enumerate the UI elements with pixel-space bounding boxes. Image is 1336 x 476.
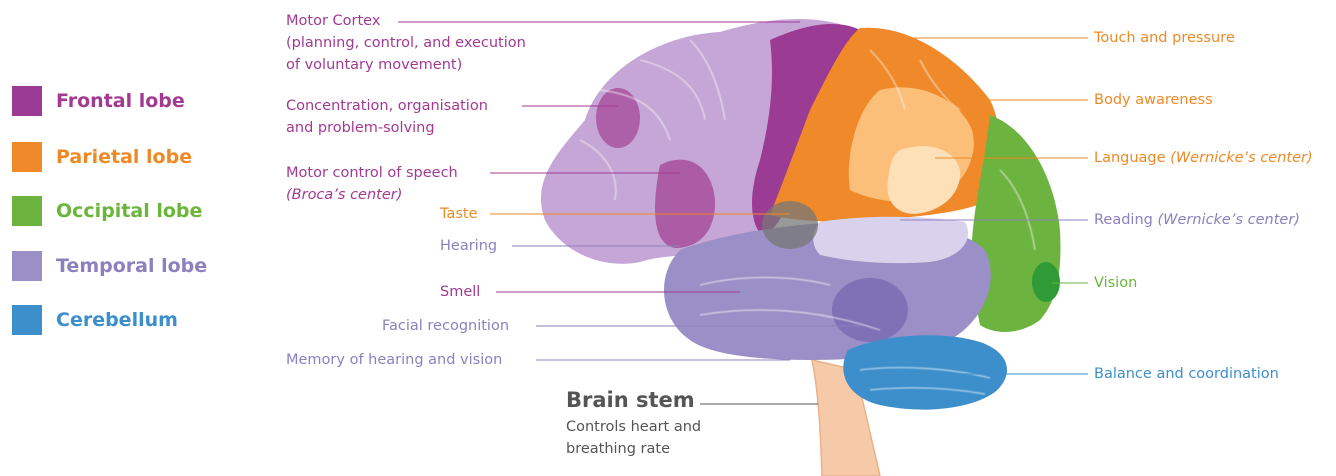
legend-temporal-swatch xyxy=(12,251,42,281)
label-brain-stem-desc: Controls heart and breathing rate xyxy=(566,416,766,460)
legend-occipital-label: Occipital lobe xyxy=(56,200,202,222)
label-speech-line1: Motor control of speech xyxy=(286,162,458,184)
legend-frontal-swatch xyxy=(12,86,42,116)
label-hearing: Hearing xyxy=(440,235,497,257)
label-motor-cortex: Motor Cortex (planning, control, and exe… xyxy=(286,10,526,76)
label-taste: Taste xyxy=(440,203,478,225)
concentration-region xyxy=(596,88,640,148)
label-language: Language (Wernicke’s center) xyxy=(1094,147,1313,169)
label-vision: Vision xyxy=(1094,272,1137,294)
label-language-italic: (Wernicke’s center) xyxy=(1170,150,1312,166)
label-language-plain: Language xyxy=(1094,150,1170,166)
label-smell: Smell xyxy=(440,281,480,303)
legend-frontal: Frontal lobe xyxy=(12,86,185,116)
legend-occipital: Occipital lobe xyxy=(12,196,202,226)
label-motor-cortex-line1: Motor Cortex xyxy=(286,10,526,32)
taste-region xyxy=(762,201,818,249)
legend-frontal-label: Frontal lobe xyxy=(56,90,185,112)
label-reading-plain: Reading xyxy=(1094,212,1157,228)
label-reading: Reading (Wernicke’s center) xyxy=(1094,209,1300,231)
label-concentration-line1: Concentration, organisation xyxy=(286,95,488,117)
label-concentration-line2: and problem-solving xyxy=(286,117,488,139)
label-facial: Facial recognition xyxy=(382,315,509,337)
legend-parietal: Parietal lobe xyxy=(12,142,192,172)
cerebellum-shape xyxy=(843,335,1007,409)
label-brain-stem-line1: Controls heart and xyxy=(566,416,766,438)
reading-region xyxy=(813,217,968,263)
label-speech-line2: (Broca’s center) xyxy=(286,184,458,206)
label-motor-cortex-line3: of voluntary movement) xyxy=(286,54,526,76)
legend-occipital-swatch xyxy=(12,196,42,226)
legend-temporal: Temporal lobe xyxy=(12,251,207,281)
label-memory: Memory of hearing and vision xyxy=(286,349,502,371)
label-speech: Motor control of speech (Broca’s center) xyxy=(286,162,458,206)
label-balance: Balance and coordination xyxy=(1094,363,1279,385)
label-brain-stem-title: Brain stem xyxy=(566,388,695,412)
legend-parietal-label: Parietal lobe xyxy=(56,146,192,168)
facial-recognition-region xyxy=(832,278,908,342)
legend-cerebellum-label: Cerebellum xyxy=(56,309,178,331)
vision-region xyxy=(1032,262,1060,302)
label-concentration: Concentration, organisation and problem-… xyxy=(286,95,488,139)
label-motor-cortex-line2: (planning, control, and execution xyxy=(286,32,526,54)
legend-temporal-label: Temporal lobe xyxy=(56,255,207,277)
label-brain-stem-line2: breathing rate xyxy=(566,438,766,460)
legend-cerebellum-swatch xyxy=(12,305,42,335)
label-touch: Touch and pressure xyxy=(1094,27,1235,49)
label-reading-italic: (Wernicke’s center) xyxy=(1157,212,1299,228)
legend-parietal-swatch xyxy=(12,142,42,172)
label-body: Body awareness xyxy=(1094,89,1213,111)
legend-cerebellum: Cerebellum xyxy=(12,305,178,335)
